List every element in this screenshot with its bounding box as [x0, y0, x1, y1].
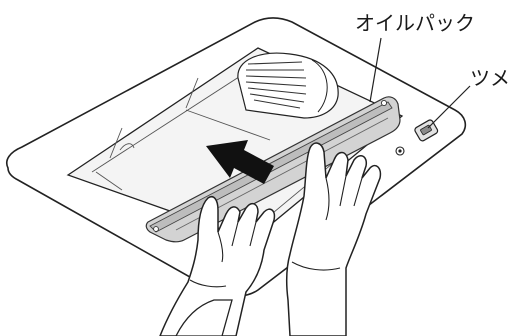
oil-pack-hole-right — [381, 100, 386, 105]
screw-icon — [396, 147, 404, 155]
oil-pack-label: オイルパック — [355, 11, 475, 35]
tab-label: ツメ — [470, 66, 510, 90]
oil-pack-hole-left — [154, 227, 159, 232]
